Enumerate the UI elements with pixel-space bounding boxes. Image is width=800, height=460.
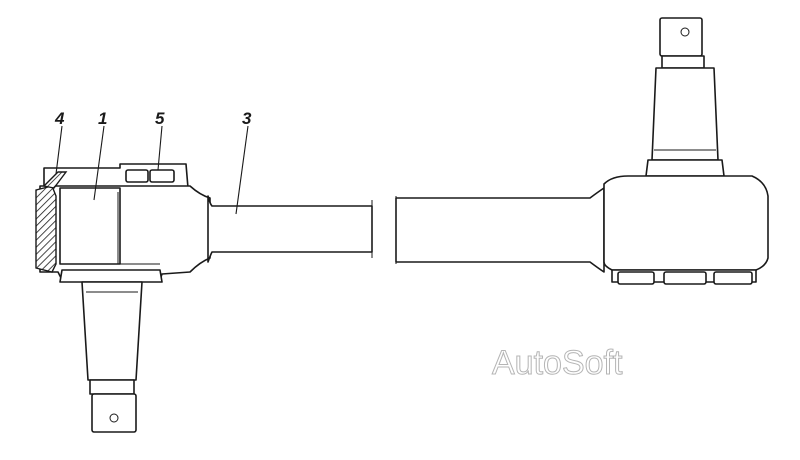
rod-left-segment — [207, 195, 373, 263]
left-cotter-hole — [109, 413, 119, 423]
left-lower-collar — [59, 269, 163, 283]
callout-leaders — [55, 125, 249, 215]
tie-rod-tube — [207, 187, 605, 273]
cover-bolt-head — [617, 271, 655, 285]
leader-5 — [157, 125, 163, 171]
left-housing-section — [35, 185, 57, 273]
cap-bolt-head — [149, 169, 175, 183]
left-stud-nut — [91, 393, 137, 433]
right-upper-collar — [645, 159, 725, 177]
cover-bolt-head — [663, 271, 707, 285]
callout-4: 4 — [54, 109, 65, 128]
callout-1: 1 — [98, 109, 107, 128]
left-stud-thread — [89, 379, 135, 395]
leader-1 — [93, 125, 105, 201]
right-housing — [603, 175, 769, 271]
left-taper-stud — [81, 281, 143, 381]
ball-pin-body — [59, 187, 121, 265]
cap-bolt-head — [125, 169, 149, 183]
watermark: AutoSoft — [492, 344, 623, 382]
right-tie-rod-end — [603, 17, 769, 285]
right-taper-stud — [651, 67, 719, 161]
left-tie-rod-end — [35, 163, 211, 433]
right-stud-nut — [659, 17, 703, 57]
sealing-ring — [42, 171, 68, 189]
right-stud-thread — [661, 55, 705, 69]
rod-right-segment — [395, 187, 605, 273]
leader-3 — [235, 125, 249, 215]
callout-3: 3 — [242, 109, 252, 128]
right-cotter-hole — [680, 27, 690, 37]
cover-bolt-head — [713, 271, 753, 285]
leader-4 — [55, 125, 63, 175]
callout-5: 5 — [155, 109, 165, 128]
